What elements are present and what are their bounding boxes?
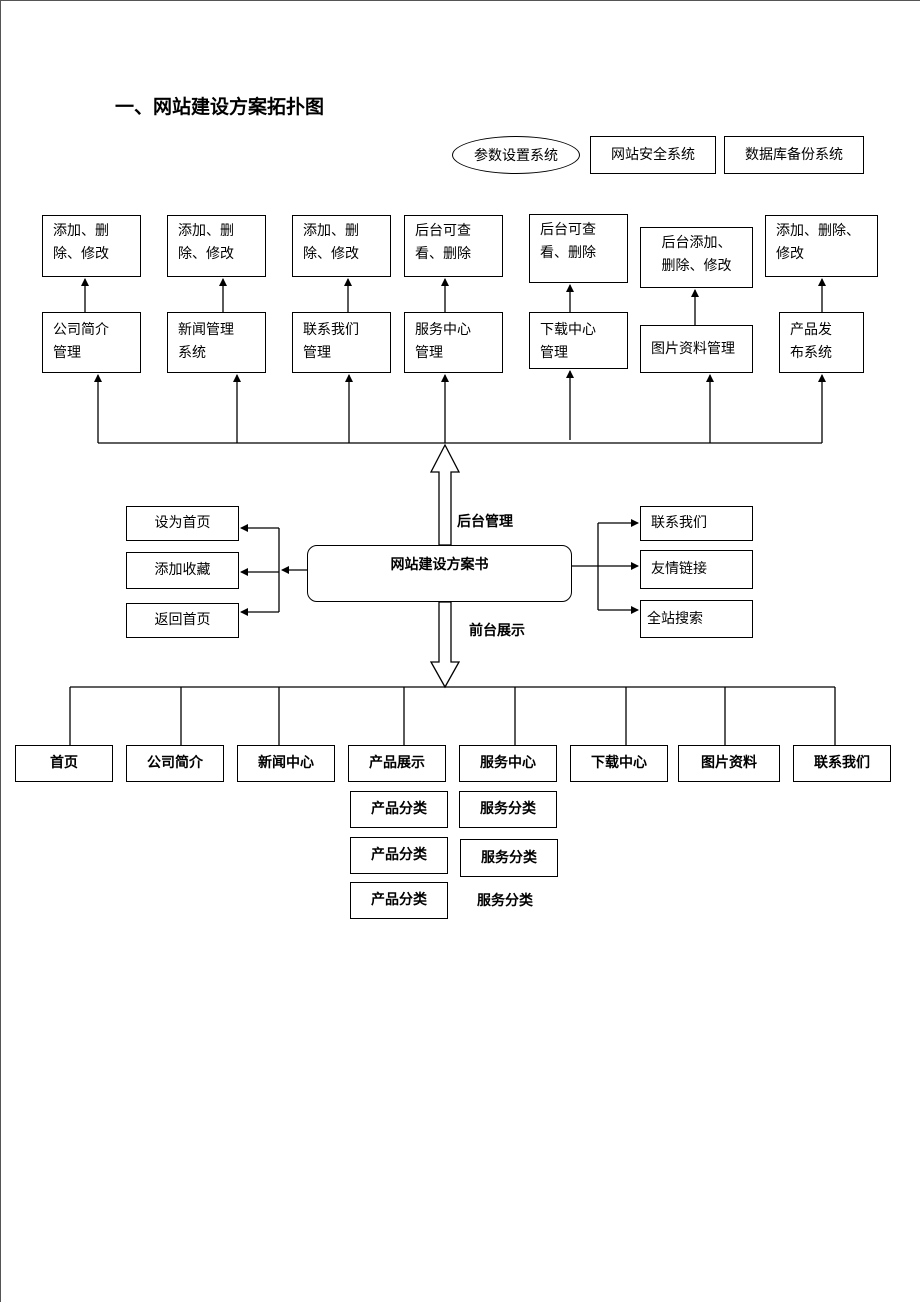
action-box-4: 后台可查 看、删除 <box>404 215 503 277</box>
service-category-3: 服务分类 <box>477 893 533 909</box>
frontend-down-arrow <box>429 601 461 689</box>
page-service: 服务中心 <box>459 745 557 782</box>
param-settings-system: 参数设置系统 <box>452 136 580 174</box>
page-products: 产品展示 <box>348 745 446 782</box>
module-service: 服务中心 管理 <box>404 312 503 373</box>
module-company-intro: 公司简介 管理 <box>42 312 141 373</box>
page-news: 新闻中心 <box>237 745 335 782</box>
action-box-5: 后台可查 看、删除 <box>529 214 628 283</box>
page-company-intro: 公司简介 <box>126 745 224 782</box>
module-news: 新闻管理 系统 <box>167 312 266 373</box>
center-node: 网站建设方案书 <box>307 545 572 602</box>
frontend-display-label: 前台展示 <box>469 623 525 639</box>
page-images: 图片资料 <box>678 745 780 782</box>
friend-links-item: 友情链接 <box>640 550 753 589</box>
set-homepage-item: 设为首页 <box>126 506 239 541</box>
module-images: 图片资料管理 <box>640 325 753 373</box>
database-backup-system: 数据库备份系统 <box>724 136 864 174</box>
page-download: 下载中心 <box>570 745 668 782</box>
site-search-item: 全站搜索 <box>640 600 753 638</box>
module-download: 下载中心 管理 <box>529 312 628 369</box>
page-contact: 联系我们 <box>793 745 891 782</box>
backend-management-label: 后台管理 <box>457 514 513 530</box>
action-box-1: 添加、删 除、修改 <box>42 215 141 277</box>
add-favorite-item: 添加收藏 <box>126 552 239 589</box>
module-contact: 联系我们 管理 <box>292 312 391 373</box>
action-box-3: 添加、删 除、修改 <box>292 215 391 277</box>
site-security-system: 网站安全系统 <box>590 136 716 174</box>
page-home: 首页 <box>15 745 113 782</box>
return-homepage-item: 返回首页 <box>126 603 239 638</box>
action-box-7: 添加、删除、 修改 <box>765 215 878 277</box>
page-title: 一、网站建设方案拓扑图 <box>115 96 325 118</box>
service-category-1: 服务分类 <box>459 791 557 828</box>
action-box-6: 后台添加、 删除、修改 <box>640 227 753 288</box>
product-category-1: 产品分类 <box>350 791 448 828</box>
backend-up-arrow <box>429 443 461 546</box>
action-box-2: 添加、删 除、修改 <box>167 215 266 277</box>
module-products: 产品发 布系统 <box>779 312 864 373</box>
service-category-2: 服务分类 <box>460 839 558 877</box>
contact-us-item: 联系我们 <box>640 506 753 541</box>
product-category-3: 产品分类 <box>350 882 448 919</box>
product-category-2: 产品分类 <box>350 837 448 874</box>
